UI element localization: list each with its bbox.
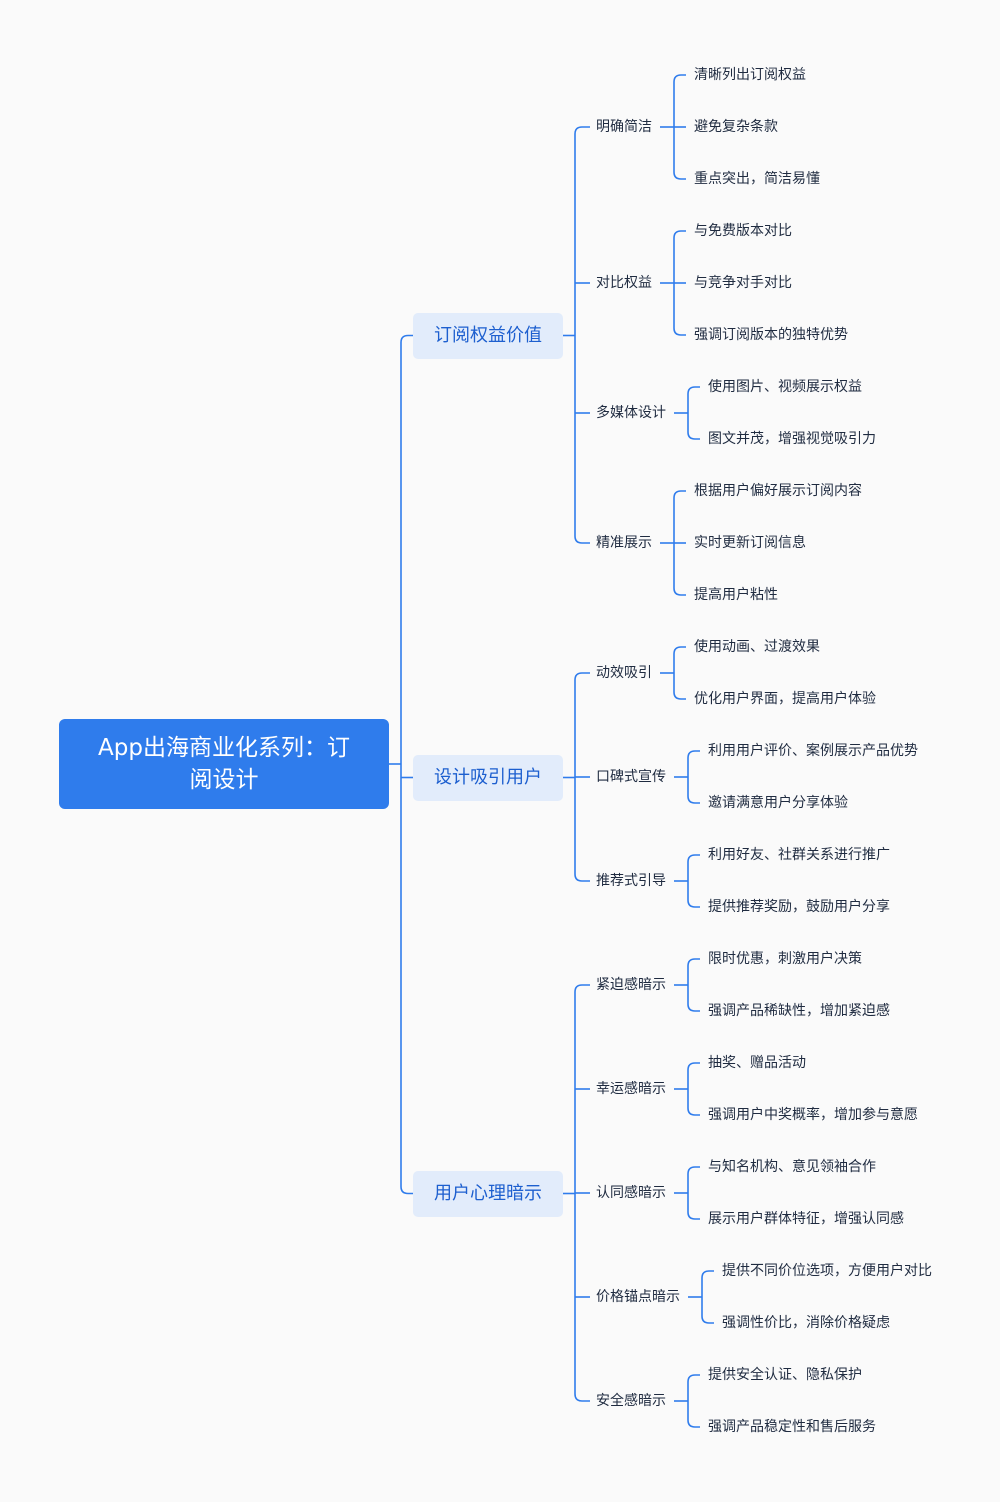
sub-topic-label[interactable]: 认同感暗示 [596,1185,666,1201]
leaf-label[interactable]: 强调产品稳定性和售后服务 [708,1419,876,1435]
sub-topic-label[interactable]: 明确简洁 [596,119,652,135]
leaf-label[interactable]: 提供不同价位选项，方便用户对比 [722,1263,932,1279]
sub-topic-label[interactable]: 对比权益 [596,275,652,291]
leaf-label[interactable]: 提供推荐奖励，鼓励用户分享 [708,899,890,915]
leaf-label[interactable]: 利用用户评价、案例展示产品优势 [708,743,918,759]
sub-topic-label[interactable]: 紧迫感暗示 [596,977,666,993]
leaf-label[interactable]: 根据用户偏好展示订阅内容 [694,483,862,499]
leaf-label[interactable]: 抽奖、赠品活动 [708,1055,806,1071]
sub-topic-label[interactable]: 安全感暗示 [596,1393,666,1409]
leaf-label[interactable]: 展示用户群体特征，增强认同感 [708,1211,904,1227]
leaf-label[interactable]: 重点突出，简洁易懂 [694,171,820,187]
leaf-label[interactable]: 强调产品稀缺性，增加紧迫感 [708,1003,890,1019]
sub-topic-label[interactable]: 价格锚点暗示 [596,1289,680,1305]
main-topic-label: 订阅权益价值 [434,324,542,346]
leaf-label[interactable]: 避免复杂条款 [694,119,778,135]
sub-topic-label[interactable]: 幸运感暗示 [596,1081,666,1097]
leaf-label[interactable]: 与免费版本对比 [694,223,792,239]
root-title: App出海商业化系列：订阅设计 [98,735,350,793]
leaf-label[interactable]: 限时优惠，刺激用户决策 [708,951,862,967]
leaf-label[interactable]: 强调用户中奖概率，增加参与意愿 [708,1107,918,1123]
sub-topic-label[interactable]: 口碑式宣传 [596,769,666,785]
main-topic-box[interactable]: 订阅权益价值 [413,312,563,359]
leaf-label[interactable]: 使用图片、视频展示权益 [708,379,862,395]
leaf-label[interactable]: 优化用户界面，提高用户体验 [694,691,876,707]
leaf-label[interactable]: 邀请满意用户分享体验 [708,795,848,811]
leaf-label[interactable]: 与竞争对手对比 [694,275,792,291]
leaf-label[interactable]: 实时更新订阅信息 [694,535,806,551]
leaf-label[interactable]: 强调订阅版本的独特优势 [694,327,848,343]
main-topic-label: 用户心理暗示 [434,1182,542,1204]
leaf-label[interactable]: 与知名机构、意见领袖合作 [708,1159,876,1175]
sub-topic-label[interactable]: 多媒体设计 [596,405,666,421]
leaf-label[interactable]: 利用好友、社群关系进行推广 [708,847,890,863]
leaf-label[interactable]: 清晰列出订阅权益 [694,67,806,83]
sub-topic-label[interactable]: 精准展示 [596,535,652,551]
sub-topic-label[interactable]: 推荐式引导 [596,873,666,889]
main-topic-label: 设计吸引用户 [434,766,542,788]
root-node[interactable]: App出海商业化系列：订阅设计 [59,719,389,809]
leaf-label[interactable]: 使用动画、过渡效果 [694,639,820,655]
sub-topic-label[interactable]: 动效吸引 [596,665,652,681]
leaf-label[interactable]: 提高用户粘性 [694,587,778,603]
main-topic-box[interactable]: 设计吸引用户 [413,754,563,801]
leaf-label[interactable]: 图文并茂，增强视觉吸引力 [708,431,876,447]
leaf-label[interactable]: 提供安全认证、隐私保护 [708,1367,862,1383]
main-topic-box[interactable]: 用户心理暗示 [413,1170,563,1217]
leaf-label[interactable]: 强调性价比，消除价格疑虑 [722,1315,890,1331]
